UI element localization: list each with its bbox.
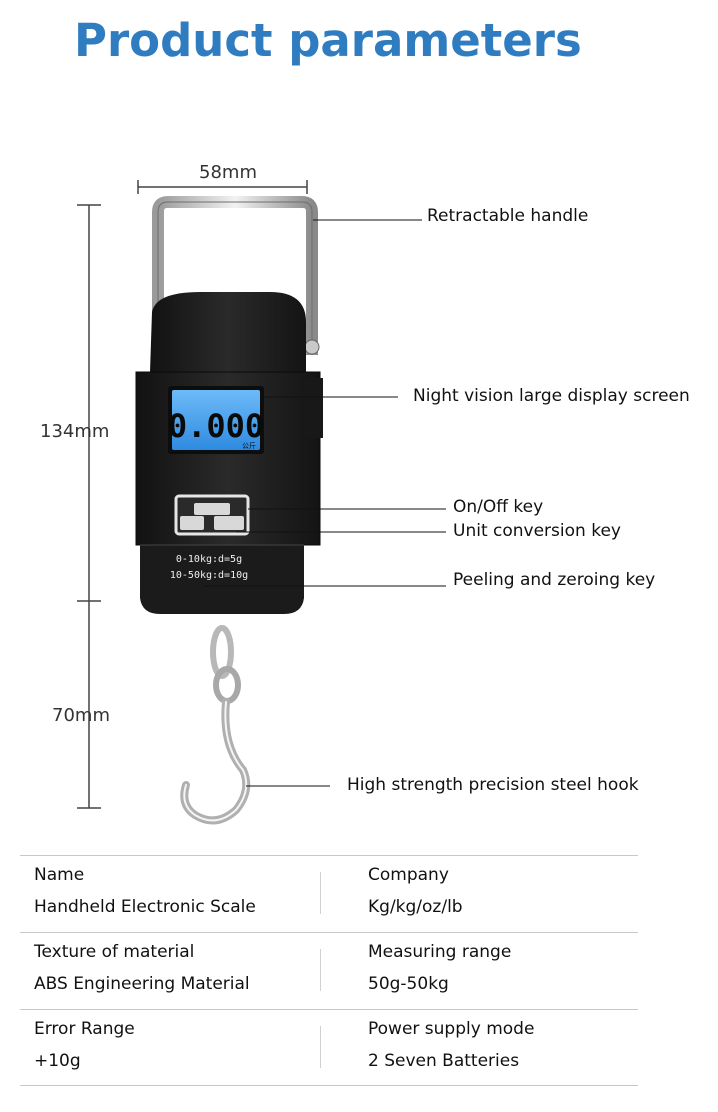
param-value: 50g-50kg	[368, 974, 449, 994]
param-label: Company	[368, 865, 449, 885]
table-cell: Error Range +10g	[34, 1010, 135, 1087]
table-cell: Name Handheld Electronic Scale	[34, 856, 256, 933]
table-cell: Measuring range 50g-50kg	[368, 933, 511, 1010]
table-row: Error Range +10g Power supply mode 2 Sev…	[20, 1009, 638, 1086]
steel-hook	[180, 612, 251, 825]
table-cell: Power supply mode 2 Seven Batteries	[368, 1010, 534, 1087]
lcd-display: 0.000 公斤	[168, 386, 264, 454]
column-divider	[320, 1026, 321, 1068]
param-label: Measuring range	[368, 942, 512, 962]
param-label: Texture of material	[34, 942, 195, 962]
body-height-label: 134mm	[40, 421, 110, 442]
callout-handle: Retractable handle	[427, 206, 589, 226]
param-label: Power supply mode	[368, 1019, 535, 1039]
callout-on-off: On/Off key	[453, 497, 544, 517]
parameters-table: Name Handheld Electronic Scale Company K…	[20, 855, 638, 1086]
table-row: Name Handheld Electronic Scale Company K…	[20, 855, 638, 932]
callout-lines	[204, 219, 446, 787]
width-dimension-line	[137, 180, 308, 194]
param-value: 2 Seven Batteries	[368, 1051, 520, 1071]
hook-height-label: 70mm	[52, 705, 110, 726]
callout-hook: High strength precision steel hook	[347, 775, 639, 795]
param-label: Name	[34, 865, 85, 885]
peeling-key	[180, 516, 204, 530]
param-value: Kg/kg/oz/lb	[368, 897, 463, 917]
table-cell: Texture of material ABS Engineering Mate…	[34, 933, 250, 1010]
range-line-2: 10-50kg:d=10g	[170, 570, 248, 581]
column-divider	[320, 872, 321, 914]
callout-peeling: Peeling and zeroing key	[453, 570, 656, 590]
param-value: +10g	[34, 1051, 81, 1071]
param-label: Error Range	[34, 1019, 135, 1039]
table-row: Texture of material ABS Engineering Mate…	[20, 932, 638, 1009]
range-line-1: 0-10kg:d=5g	[176, 554, 242, 565]
page-title: Product parameters	[74, 14, 582, 67]
scale-body	[135, 292, 323, 614]
param-value: ABS Engineering Material	[34, 974, 250, 994]
lcd-unit: 公斤	[242, 441, 256, 450]
column-divider	[320, 949, 321, 991]
product-diagram: 0.000 公斤 0-10kg:d=5g 10-50kg:d=10g	[40, 162, 690, 825]
callout-screen: Night vision large display screen	[413, 386, 690, 406]
lcd-reading: 0.000	[168, 407, 264, 445]
width-label: 58mm	[199, 162, 257, 183]
height-dimension-line	[77, 204, 101, 809]
unit-conversion-key	[194, 503, 230, 515]
keypad	[174, 494, 250, 536]
scale-illustration: 0.000 公斤 0-10kg:d=5g 10-50kg:d=10g	[77, 180, 446, 825]
param-value: Handheld Electronic Scale	[34, 897, 256, 917]
table-cell: Company Kg/kg/oz/lb	[368, 856, 463, 933]
callout-unit-conversion: Unit conversion key	[453, 521, 621, 541]
